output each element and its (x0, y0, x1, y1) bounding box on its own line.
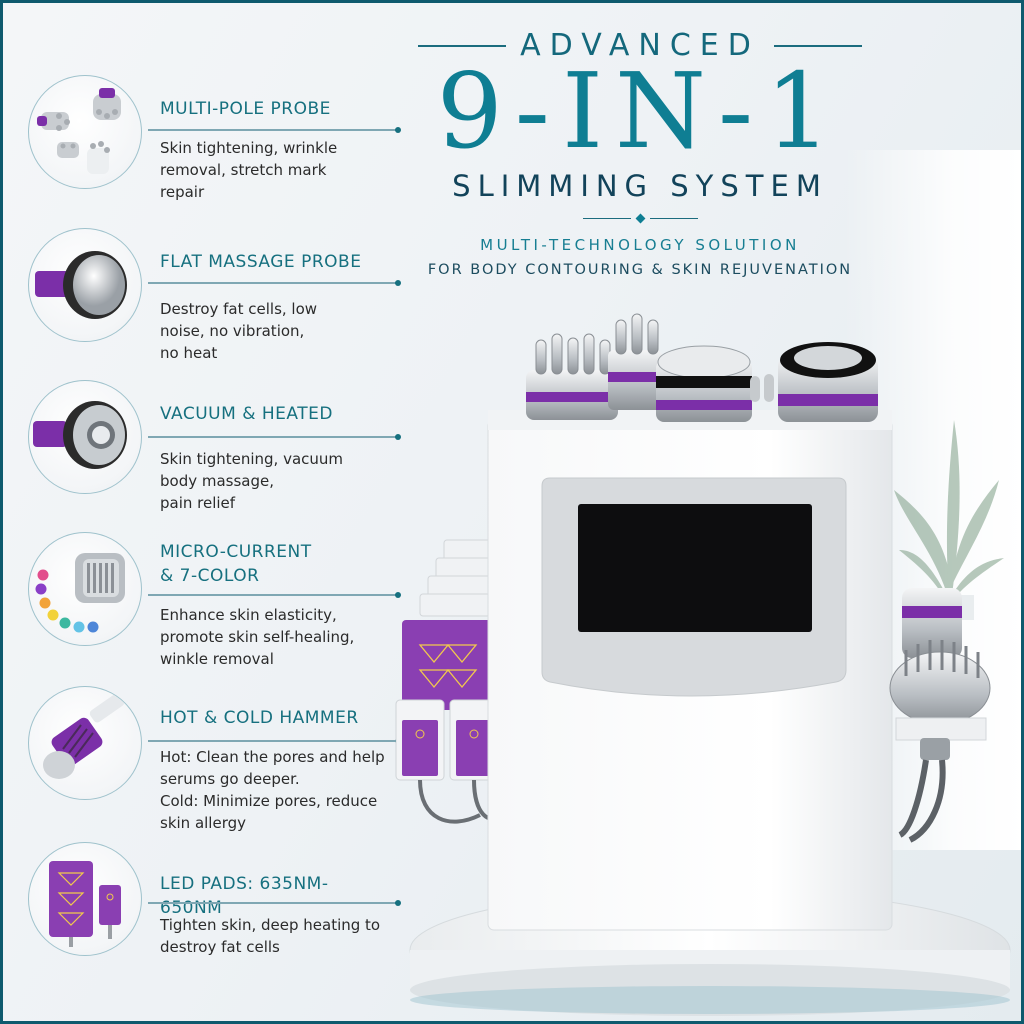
advanced-label: ADVANCED (520, 28, 760, 63)
feature-divider (148, 280, 401, 285)
description-line: noise, no vibration, (160, 322, 305, 340)
feature-title: MICRO-CURRENT & 7-COLOR (160, 540, 386, 588)
description-line: Hot: Clean the pores and help (160, 748, 385, 766)
description-line: Skin tightening, wrinkle (160, 139, 338, 157)
description-line: repair (160, 183, 205, 201)
description-line: serums go deeper. (160, 770, 300, 788)
description-line: Destroy fat cells, low (160, 300, 318, 318)
feature-divider (148, 900, 401, 905)
description-line: promote skin self-healing, (160, 628, 355, 646)
multi-pole-probe-icon (28, 75, 142, 189)
feature-title: FLAT MASSAGE PROBE (160, 252, 362, 272)
led-color-dot (39, 597, 51, 609)
micro-current-probe-icon (28, 532, 142, 646)
feature-divider (148, 127, 401, 132)
description-line: Skin tightening, vacuum (160, 450, 344, 468)
feature-title: HOT & COLD HAMMER (160, 708, 359, 728)
flat-massage-probe-icon (28, 228, 142, 342)
tagline-secondary: FOR BODY CONTOURING & SKIN REJUVENATION (427, 262, 853, 278)
feature-divider (148, 738, 401, 743)
header: ADVANCED 9-IN-1 SLIMMING SYSTEM MULTI-TE… (400, 28, 880, 278)
title-line: & 7-COLOR (160, 566, 260, 586)
feature-title: LED PADS: 635NM-650NM (160, 874, 329, 918)
description-line: body massage, (160, 472, 275, 490)
description-line: pain relief (160, 494, 236, 512)
description-line: removal, stretch mark (160, 161, 327, 179)
main-title: 9-IN-1 (436, 50, 844, 172)
ornament-rule-right (649, 217, 698, 220)
header-rule-left (418, 44, 507, 47)
led-pads-icon (28, 842, 142, 956)
led-color-dot (59, 617, 71, 629)
title-line: MICRO-CURRENT (160, 542, 312, 562)
feature-title: VACUUM & HEATED (160, 404, 333, 424)
ornament-diamond-icon (635, 213, 645, 224)
led-color-dot (87, 621, 99, 633)
feature-vacuum-heated: VACUUM & HEATED Skin tightening, vacuum … (28, 380, 401, 520)
feature-description: Skin tightening, wrinkle removal, stretc… (160, 137, 392, 203)
subtitle: SLIMMING SYSTEM (452, 169, 828, 203)
header-ornament (400, 213, 880, 224)
feature-description: Destroy fat cells, low noise, no vibrati… (160, 298, 392, 364)
ornament-rule-left (582, 217, 631, 220)
feature-flat-massage-probe: FLAT MASSAGE PROBE Destroy fat cells, lo… (28, 228, 401, 368)
description-line: skin allergy (160, 814, 247, 832)
feature-hot-cold-hammer: HOT & COLD HAMMER Hot: Clean the pores a… (28, 686, 401, 836)
led-color-dot (73, 621, 85, 633)
feature-divider (148, 592, 401, 597)
feature-description: Hot: Clean the pores and help serums go … (160, 746, 392, 834)
led-color-dot (35, 583, 47, 595)
feature-description: Tighten skin, deep heating to destroy fa… (160, 914, 392, 958)
vacuum-probe-icon (28, 380, 142, 494)
description-line: Cold: Minimize pores, reduce (160, 792, 378, 810)
description-line: no heat (160, 344, 218, 362)
feature-description: Enhance skin elasticity, promote skin se… (160, 604, 392, 670)
feature-title: MULTI-POLE PROBE (160, 99, 331, 119)
slimming-device-image (395, 313, 1011, 1016)
header-rule-right (773, 44, 862, 47)
hot-cold-hammer-icon (28, 686, 142, 800)
led-color-dot (37, 569, 49, 581)
description-line: Tighten skin, deep heating to (160, 916, 381, 934)
description-line: Enhance skin elasticity, (160, 606, 337, 624)
feature-multi-pole-probe: MULTI-POLE PROBE Skin tightening, wrinkl… (28, 75, 401, 215)
description-line: winkle removal (160, 650, 274, 668)
feature-description: Skin tightening, vacuum body massage, pa… (160, 448, 392, 514)
feature-divider (148, 434, 401, 439)
feature-micro-current: MICRO-CURRENT & 7-COLOR Enhance skin ela… (28, 532, 401, 672)
feature-led-pads: LED PADS: 635NM-650NM Tighten skin, deep… (28, 842, 401, 982)
led-color-dot (47, 609, 59, 621)
tagline-primary: MULTI-TECHNOLOGY SOLUTION (480, 236, 800, 254)
advanced-row: ADVANCED (400, 28, 880, 63)
description-line: destroy fat cells (160, 938, 280, 956)
